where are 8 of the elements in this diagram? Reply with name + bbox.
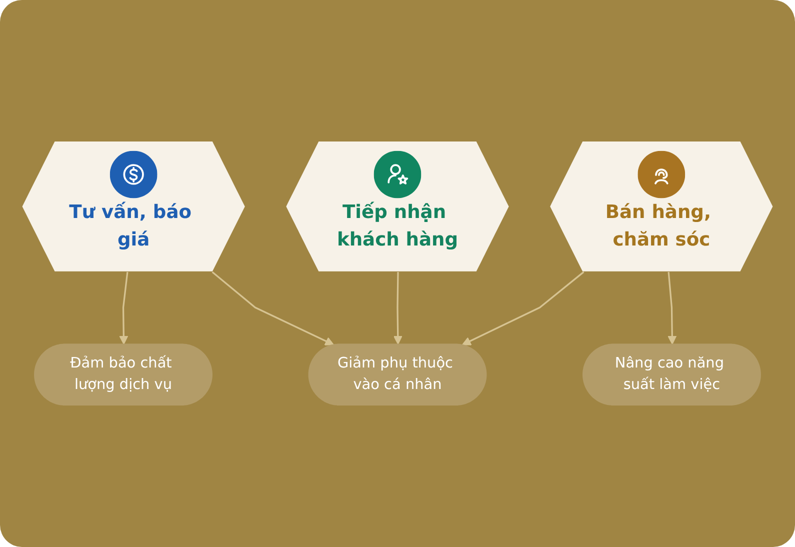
node-box: Đảm bảo chất lượng dịch vụ bbox=[34, 344, 212, 406]
arrow bbox=[212, 271, 334, 346]
arrow bbox=[393, 272, 402, 345]
node-box: Giảm phụ thuộc vào cá nhân bbox=[308, 344, 487, 406]
arrow bbox=[119, 272, 128, 345]
node-box: Nâng cao năng suất làm việc bbox=[582, 344, 761, 406]
arrow bbox=[668, 272, 677, 345]
arrow bbox=[462, 271, 584, 346]
